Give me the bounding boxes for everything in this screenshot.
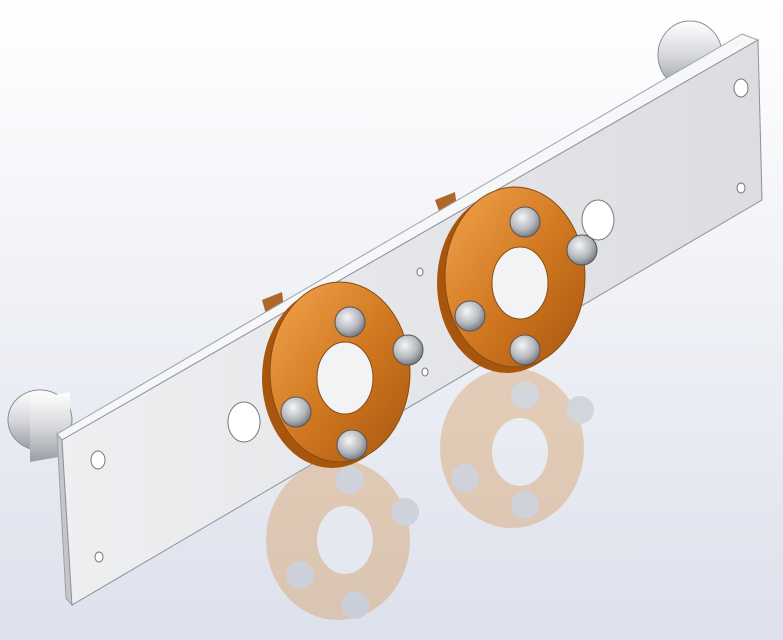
plate-hole (94, 551, 104, 563)
plate-hole (581, 199, 615, 241)
plate-hole (90, 450, 106, 470)
floor-reflection (266, 368, 594, 620)
plate-hole (736, 182, 746, 194)
nut (566, 234, 598, 266)
nut (334, 306, 366, 338)
flange-bore (316, 341, 374, 415)
nut (280, 396, 312, 428)
plate-front-face (61, 39, 763, 606)
nut (336, 429, 368, 461)
plate-hole (227, 401, 261, 443)
flange-right[interactable] (437, 186, 598, 373)
plate-hole (416, 267, 424, 277)
nut (392, 334, 424, 366)
plate-hole (421, 367, 429, 377)
plate-hole (733, 78, 749, 98)
nut (454, 300, 486, 332)
nut (509, 334, 541, 366)
mounting-plate (56, 33, 763, 607)
nut (509, 206, 541, 238)
flange-bore (491, 246, 549, 320)
flange-left[interactable] (262, 281, 424, 468)
